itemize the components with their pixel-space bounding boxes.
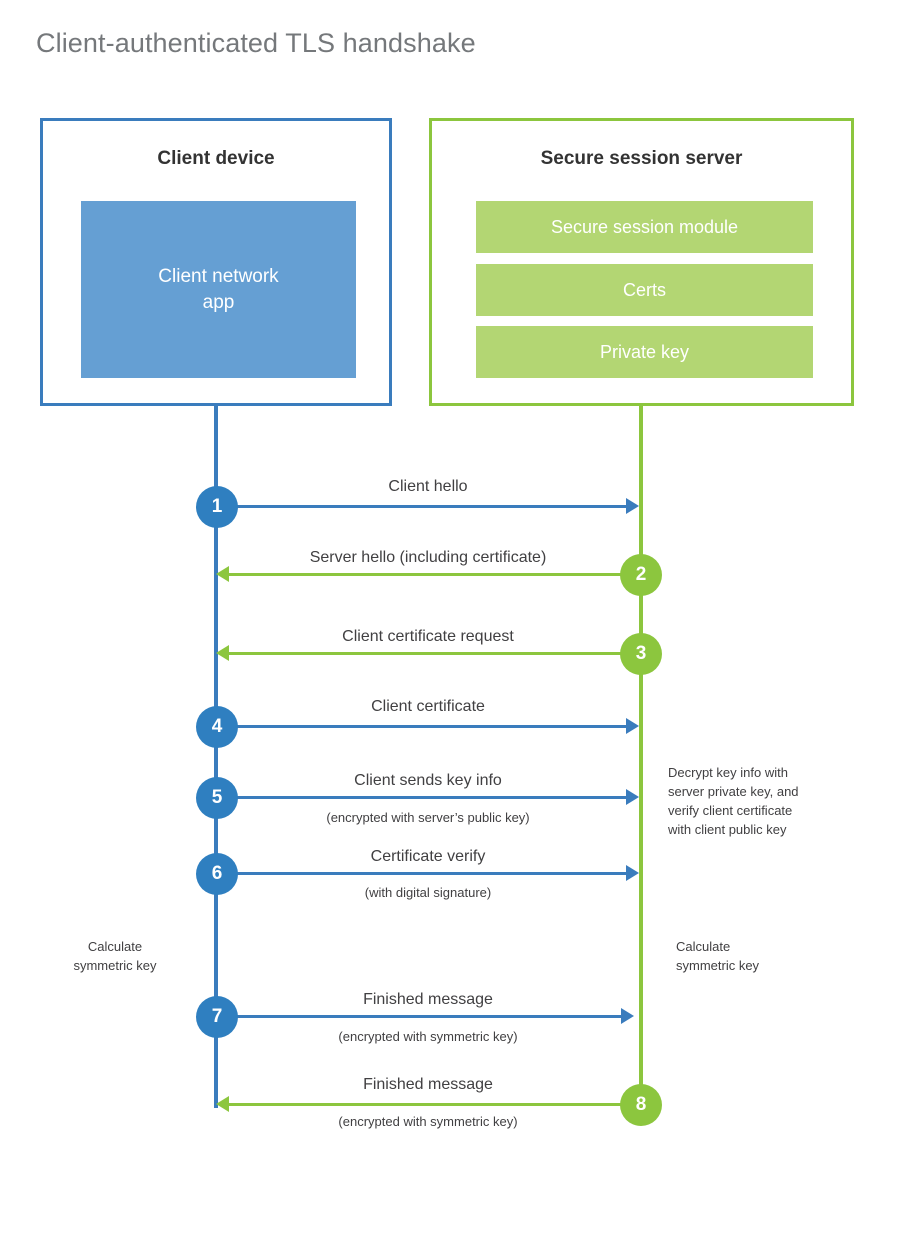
client-calculate-note: Calculate symmetric key bbox=[73, 939, 157, 973]
arrow-head-4 bbox=[626, 718, 639, 734]
message-line-4 bbox=[216, 725, 628, 728]
message-line-5 bbox=[216, 796, 628, 799]
message-line-6 bbox=[216, 872, 628, 875]
secure-session-server-box: Secure session server Secure session mod… bbox=[429, 118, 854, 406]
server-calculate-note: Calculate symmetric key bbox=[676, 939, 760, 973]
page-title: Client-authenticated TLS handshake bbox=[36, 28, 476, 58]
message-sublabel-6: (with digital signature) bbox=[364, 885, 492, 900]
message-label-6: Certificate verify bbox=[370, 848, 486, 865]
message-label-8: Finished message bbox=[363, 1076, 493, 1093]
message-line-2 bbox=[228, 573, 641, 576]
server-module-secure-session-module: Secure session module bbox=[476, 201, 813, 253]
client-network-app-block: Client network app bbox=[81, 201, 356, 378]
step-circle-5[interactable]: 5 bbox=[196, 777, 238, 819]
message-sublabel-8: (encrypted with symmetric key) bbox=[338, 1114, 518, 1129]
arrow-head-7 bbox=[621, 1008, 634, 1024]
message-label-7: Finished message bbox=[363, 991, 493, 1008]
secure-session-server-title: Secure session server bbox=[540, 148, 743, 169]
message-sublabel-5: (encrypted with server’s public key) bbox=[326, 810, 530, 825]
step-circle-1[interactable]: 1 bbox=[196, 486, 238, 528]
server-processing-note: Decrypt key info with server private key… bbox=[668, 765, 799, 837]
step-circle-8[interactable]: 8 bbox=[620, 1084, 662, 1126]
message-line-3 bbox=[228, 652, 641, 655]
step-circle-2[interactable]: 2 bbox=[620, 554, 662, 596]
message-line-8 bbox=[228, 1103, 641, 1106]
server-module-certs: Certs bbox=[476, 264, 813, 316]
client-device-title: Client device bbox=[157, 148, 275, 169]
client-device-box: Client device Client network app bbox=[40, 118, 392, 406]
arrow-head-5 bbox=[626, 789, 639, 805]
message-label-3: Client certificate request bbox=[342, 628, 514, 645]
message-label-2: Server hello (including certificate) bbox=[309, 549, 547, 566]
message-label-1: Client hello bbox=[388, 478, 468, 495]
message-line-1 bbox=[216, 505, 628, 508]
arrow-head-3 bbox=[216, 645, 229, 661]
message-sublabel-7: (encrypted with symmetric key) bbox=[338, 1029, 518, 1044]
server-lifeline bbox=[639, 405, 643, 1108]
arrow-head-1 bbox=[626, 498, 639, 514]
step-circle-3[interactable]: 3 bbox=[620, 633, 662, 675]
arrow-head-8 bbox=[216, 1096, 229, 1112]
message-label-5: Client sends key info bbox=[354, 772, 502, 789]
message-line-7 bbox=[216, 1015, 623, 1018]
arrow-head-2 bbox=[216, 566, 229, 582]
step-circle-4[interactable]: 4 bbox=[196, 706, 238, 748]
server-module-private-key: Private key bbox=[476, 326, 813, 378]
client-lifeline bbox=[214, 405, 218, 1108]
step-circle-7[interactable]: 7 bbox=[196, 996, 238, 1038]
arrow-head-6 bbox=[626, 865, 639, 881]
step-circle-6[interactable]: 6 bbox=[196, 853, 238, 895]
message-label-4: Client certificate bbox=[371, 698, 485, 715]
